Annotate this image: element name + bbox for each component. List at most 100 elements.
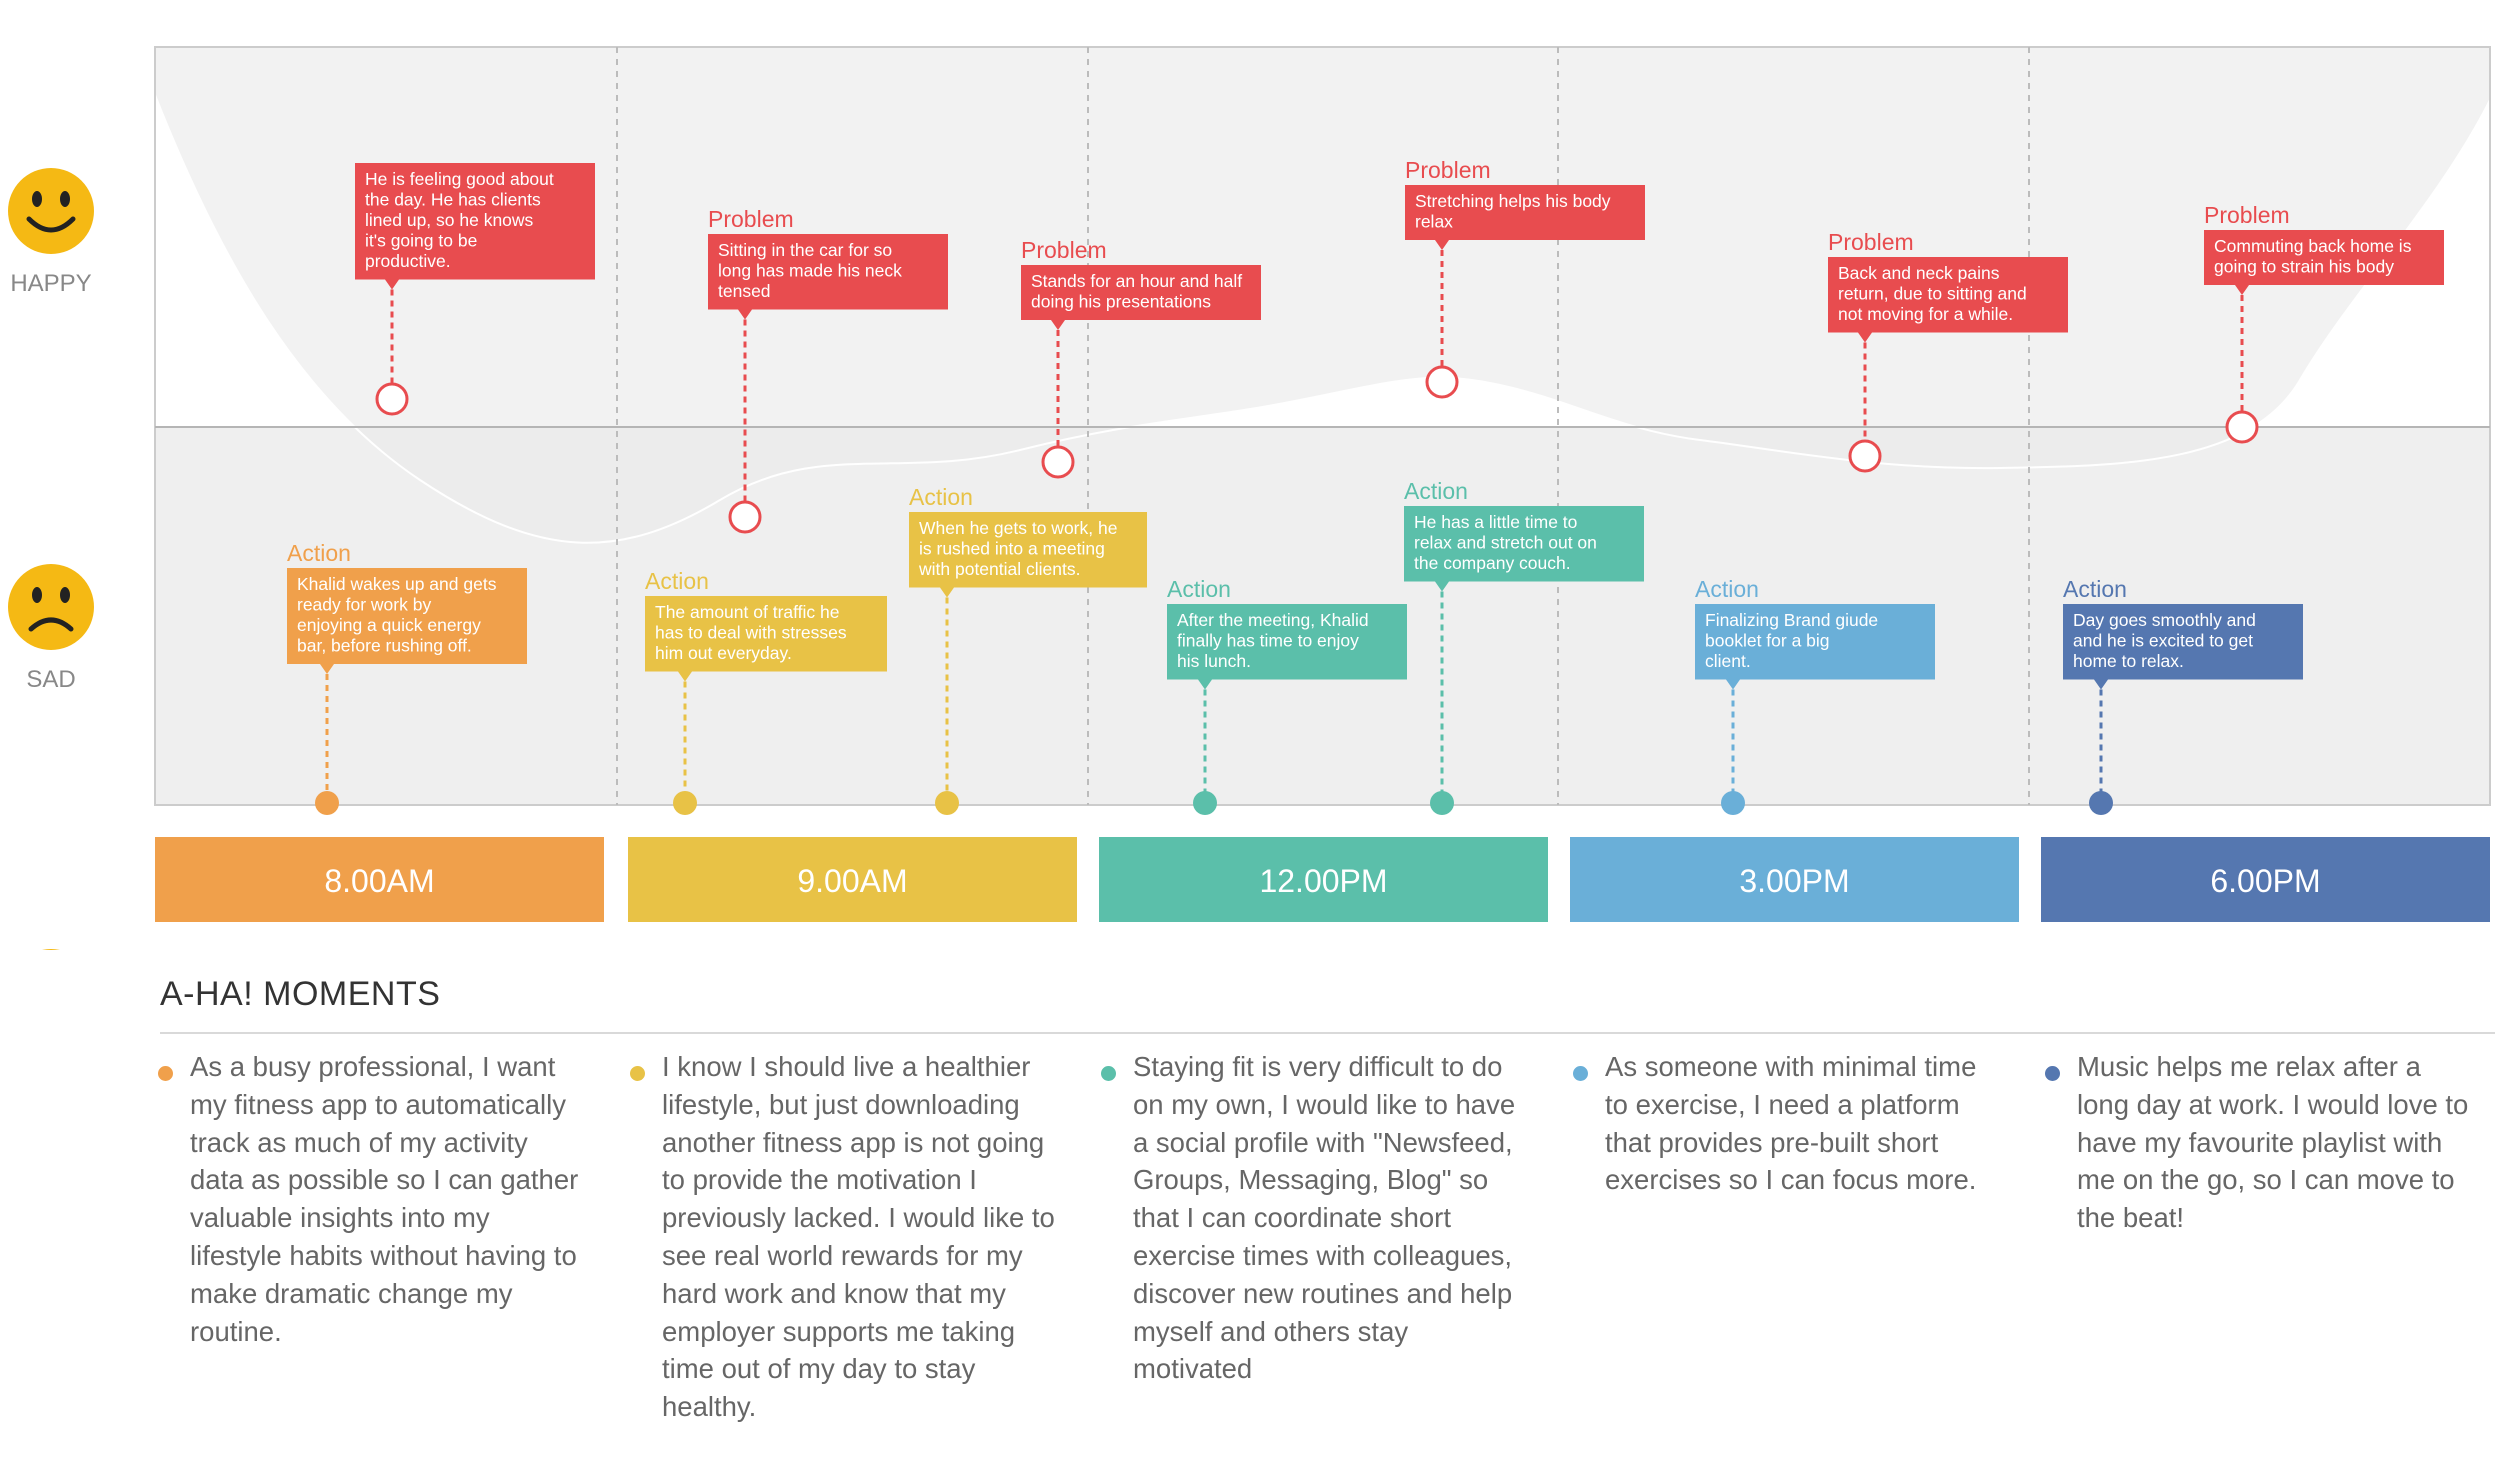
action-pointer (2094, 679, 2108, 690)
action-text-line: the company couch. (1414, 553, 1571, 573)
action-text-line: After the meeting, Khalid (1177, 610, 1369, 630)
aha-item-text: Staying fit is very difficult to do on m… (1133, 1051, 1516, 1385)
action-box (1695, 604, 1935, 680)
action-text-line: Finalizing Brand giude (1705, 610, 1878, 630)
action-text-line: bar, before rushing off. (297, 636, 472, 656)
problem-marker (375, 382, 409, 416)
problem-pointer (1858, 332, 1872, 343)
action-heading: Action (287, 540, 351, 566)
action-marker (1430, 791, 1454, 815)
action-text-line: his lunch. (1177, 651, 1251, 671)
face-eye-right (60, 587, 70, 603)
problem-marker (1041, 445, 1075, 479)
action-marker (315, 791, 339, 815)
action-text-line: is rushed into a meeting (919, 539, 1105, 559)
time-slot-label: 9.00AM (797, 863, 907, 899)
problem-text-line: going to strain his body (2214, 257, 2394, 277)
action-marker (1721, 791, 1745, 815)
time-slot-3 (1099, 837, 1548, 922)
action-text-line: finally has time to enjoy (1177, 631, 1359, 651)
problem-marker (1425, 365, 1459, 399)
time-slot-label: 12.00PM (1259, 863, 1387, 899)
problem-text-line: He is feeling good about (365, 169, 554, 189)
problem-text-line: productive. (365, 251, 451, 271)
problem-text-line: doing his presentations (1031, 292, 1211, 312)
action-pointer (940, 587, 954, 598)
time-slot-2 (628, 837, 1077, 922)
aha-item-text: Music helps me relax after a long day at… (2077, 1051, 2469, 1234)
action-text-line: with potential clients. (918, 559, 1080, 579)
problem-box (355, 163, 595, 280)
action-text-line: relax and stretch out on (1414, 533, 1597, 553)
time-slot-label: 6.00PM (2210, 863, 2320, 899)
sad-label: SAD (26, 666, 75, 693)
problem-box (708, 234, 948, 310)
action-marker (673, 791, 697, 815)
action-marker (1193, 791, 1217, 815)
aha-moments-title: A-HA! MOMENTS (160, 975, 441, 1013)
problem-box (1405, 185, 1645, 240)
time-slot-label: 3.00PM (1739, 863, 1849, 899)
problem-pointer (2235, 285, 2249, 295)
action-pointer (1198, 679, 1212, 690)
action-text-line: home to relax. (2073, 651, 2184, 671)
problem-text-line: Back and neck pains (1838, 263, 2000, 283)
problem-marker (728, 500, 762, 534)
action-heading: Action (2063, 576, 2127, 602)
problem-pointer (738, 309, 752, 320)
action-heading: Action (909, 484, 973, 510)
problem-box (1828, 257, 2068, 333)
action-box (645, 596, 887, 672)
face-circle (41, 949, 61, 950)
action-box (1404, 506, 1644, 582)
problem-text-line: long has made his neck (718, 261, 902, 281)
happy-label: HAPPY (10, 270, 91, 297)
problem-marker (1848, 439, 1882, 473)
action-text-line: booklet for a big (1705, 631, 1830, 651)
problem-marker (2225, 410, 2259, 444)
problem-text-line: lined up, so he knows (365, 210, 534, 230)
aha-item-text: As a busy professional, I want my fitnes… (190, 1051, 579, 1347)
problem-text-line: Stretching helps his body (1415, 191, 1611, 211)
face-smile (26, 216, 76, 233)
action-heading: Action (1167, 576, 1231, 602)
action-text-line: The amount of traffic he (655, 602, 840, 622)
problem-text-line: Stands for an hour and half (1031, 271, 1242, 291)
action-text-line: him out everyday. (655, 643, 792, 663)
action-box (909, 512, 1147, 588)
face-eye-left (32, 587, 42, 603)
action-box (287, 568, 527, 664)
bullet-dot-icon (630, 1066, 645, 1081)
face-eye-right (60, 191, 70, 207)
problem-box (2204, 230, 2444, 285)
action-text-line: has to deal with stresses (655, 623, 847, 643)
problem-heading: Problem (708, 206, 794, 232)
action-marker (2089, 791, 2113, 815)
bullet-dot-icon (1573, 1066, 1588, 1081)
action-text-line: Khalid wakes up and gets (297, 574, 497, 594)
action-marker (935, 791, 959, 815)
bullet-dot-icon (158, 1066, 173, 1081)
time-slot-label: 8.00AM (324, 863, 434, 899)
action-box (1167, 604, 1407, 680)
face-eye-left (32, 191, 42, 207)
action-text-line: client. (1705, 651, 1751, 671)
problem-text-line: Sitting in the car for so (718, 240, 892, 260)
sentiment-curve-edge (154, 94, 2491, 544)
problem-text-line: relax (1415, 212, 1453, 232)
problem-pointer (1051, 320, 1065, 330)
action-heading: Action (1404, 478, 1468, 504)
time-slot-1 (155, 837, 604, 922)
problem-text-line: tensed (718, 281, 771, 301)
aha-item-text: As someone with minimal time to exercise… (1605, 1051, 1977, 1196)
